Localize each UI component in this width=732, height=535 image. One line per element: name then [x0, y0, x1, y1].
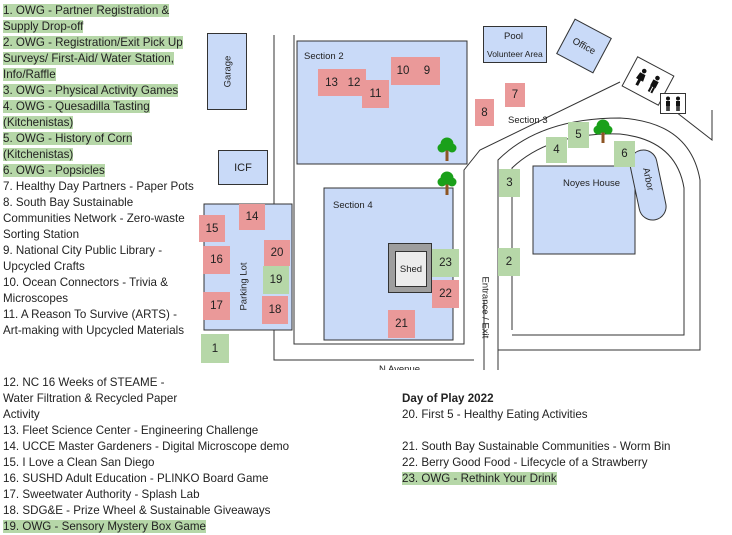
tree-icon: [593, 119, 613, 143]
entrance-exit-label: Entrance / Exit: [479, 276, 491, 339]
booth-6: 6: [614, 141, 635, 167]
legend-item-16: 16. SUSHD Adult Education - PLINKO Board…: [3, 472, 269, 485]
legend-item-10: 10. Ocean Connectors - Trivia & Microsco…: [3, 276, 168, 305]
parking-lot-label: Parking Lot: [238, 262, 250, 311]
legend-item-13: 13. Fleet Science Center - Engineering C…: [3, 424, 259, 437]
legend-item-2: 2. OWG - Registration/Exit Pick Up Surve…: [3, 36, 183, 81]
legend-item-18: 18. SDG&E - Prize Wheel & Sustainable Gi…: [3, 504, 271, 517]
booth-16: 16: [203, 246, 230, 274]
loop-path-outer: [497, 117, 701, 370]
shed-building: Shed: [388, 243, 432, 293]
booth-2: 2: [498, 248, 520, 276]
restroom-icon: [621, 56, 675, 106]
booth-18: 18: [262, 296, 288, 324]
section-2-label: Section 2: [304, 51, 344, 62]
legend-item-4: 4. OWG - Quesadilla Tasting (Kitchenista…: [3, 100, 150, 129]
booth-22: 22: [432, 280, 459, 308]
tree-icon: [437, 171, 457, 195]
office-label: Office: [570, 35, 598, 57]
legend-item-1: 1. OWG - Partner Registration & Supply D…: [3, 4, 170, 33]
booth-5: 5: [568, 122, 589, 148]
legend-item-11: 11. A Reason To Survive (ARTS) - Art-mak…: [3, 308, 185, 337]
section-3-label: Section 3: [508, 115, 548, 126]
legend-item-3: 3. OWG - Physical Activity Games: [3, 84, 179, 97]
noyes-house-area: [532, 165, 636, 255]
legend-item-12: 12. NC 16 Weeks of STEAME - Water Filtra…: [3, 376, 178, 421]
legend-list-right: Day of Play 2022 20. First 5 - Healthy E…: [402, 391, 722, 487]
legend-item-20: 20. First 5 - Healthy Eating Activities: [402, 408, 588, 421]
legend-list-left: 1. OWG - Partner Registration & Supply D…: [3, 3, 195, 339]
booth-19: 19: [263, 266, 289, 294]
legend-item-8: 8. South Bay Sustainable Communities Net…: [3, 196, 185, 241]
legend-item-22: 22. Berry Good Food - Lifecycle of a Str…: [402, 456, 648, 469]
legend-item-17: 17. Sweetwater Authority - Splash Lab: [3, 488, 200, 501]
shed-label: Shed: [395, 251, 427, 287]
booth-9: 9: [414, 57, 440, 85]
legend-item-23: 23. OWG - Rethink Your Drink: [402, 472, 557, 485]
legend-item-6: 6. OWG - Popsicles: [3, 164, 105, 177]
path-line-left: [273, 35, 474, 361]
legend-item-15: 15. I Love a Clean San Diego: [3, 456, 155, 469]
garage-label: Garage: [222, 55, 234, 88]
booth-17: 17: [203, 292, 230, 320]
pool-building: Pool Volunteer Area: [483, 26, 547, 63]
arbor-label: Arbor: [640, 166, 656, 192]
booth-13: 13: [318, 69, 345, 96]
restroom-icon: [660, 93, 686, 114]
legend-item-9: 9. National City Public Library - Upcycl…: [3, 244, 163, 273]
path-line-inner: [293, 35, 621, 345]
pool-label: Pool: [504, 31, 524, 42]
booth-10: 10: [391, 57, 415, 85]
legend-item-5: 5. OWG - History of Corn (Kitchenistas): [3, 132, 133, 161]
legend-item-7: 7. Healthy Day Partners - Paper Pots: [3, 180, 194, 193]
booth-4: 4: [546, 137, 567, 163]
booth-21: 21: [388, 310, 415, 338]
icf-label: ICF: [234, 161, 252, 174]
volunteer-area-label: Volunteer Area: [487, 49, 543, 59]
booth-3: 3: [499, 169, 520, 197]
booth-14: 14: [239, 204, 265, 230]
booth-23: 23: [432, 249, 459, 277]
booth-15: 15: [199, 215, 225, 242]
loop-path-inner: [511, 133, 685, 336]
restroom-icon: [635, 68, 660, 94]
street-label: N Avenue: [379, 364, 421, 370]
map-title: Day of Play 2022: [402, 392, 494, 405]
legend-item-14: 14. UCCE Master Gardeners - Digital Micr…: [3, 440, 290, 453]
booth-1: 1: [201, 334, 229, 363]
noyes-house-label: Noyes House: [563, 178, 621, 189]
legend-item-21: 21. South Bay Sustainable Communities - …: [402, 440, 671, 453]
section-4-label: Section 4: [333, 200, 373, 211]
booth-20: 20: [264, 240, 290, 266]
booth-7: 7: [505, 83, 525, 107]
tree-icon: [437, 137, 457, 161]
garage-building: Garage: [207, 33, 247, 110]
icf-building: ICF: [218, 150, 268, 185]
booth-8: 8: [475, 99, 494, 126]
booth-11: 11: [362, 80, 389, 108]
